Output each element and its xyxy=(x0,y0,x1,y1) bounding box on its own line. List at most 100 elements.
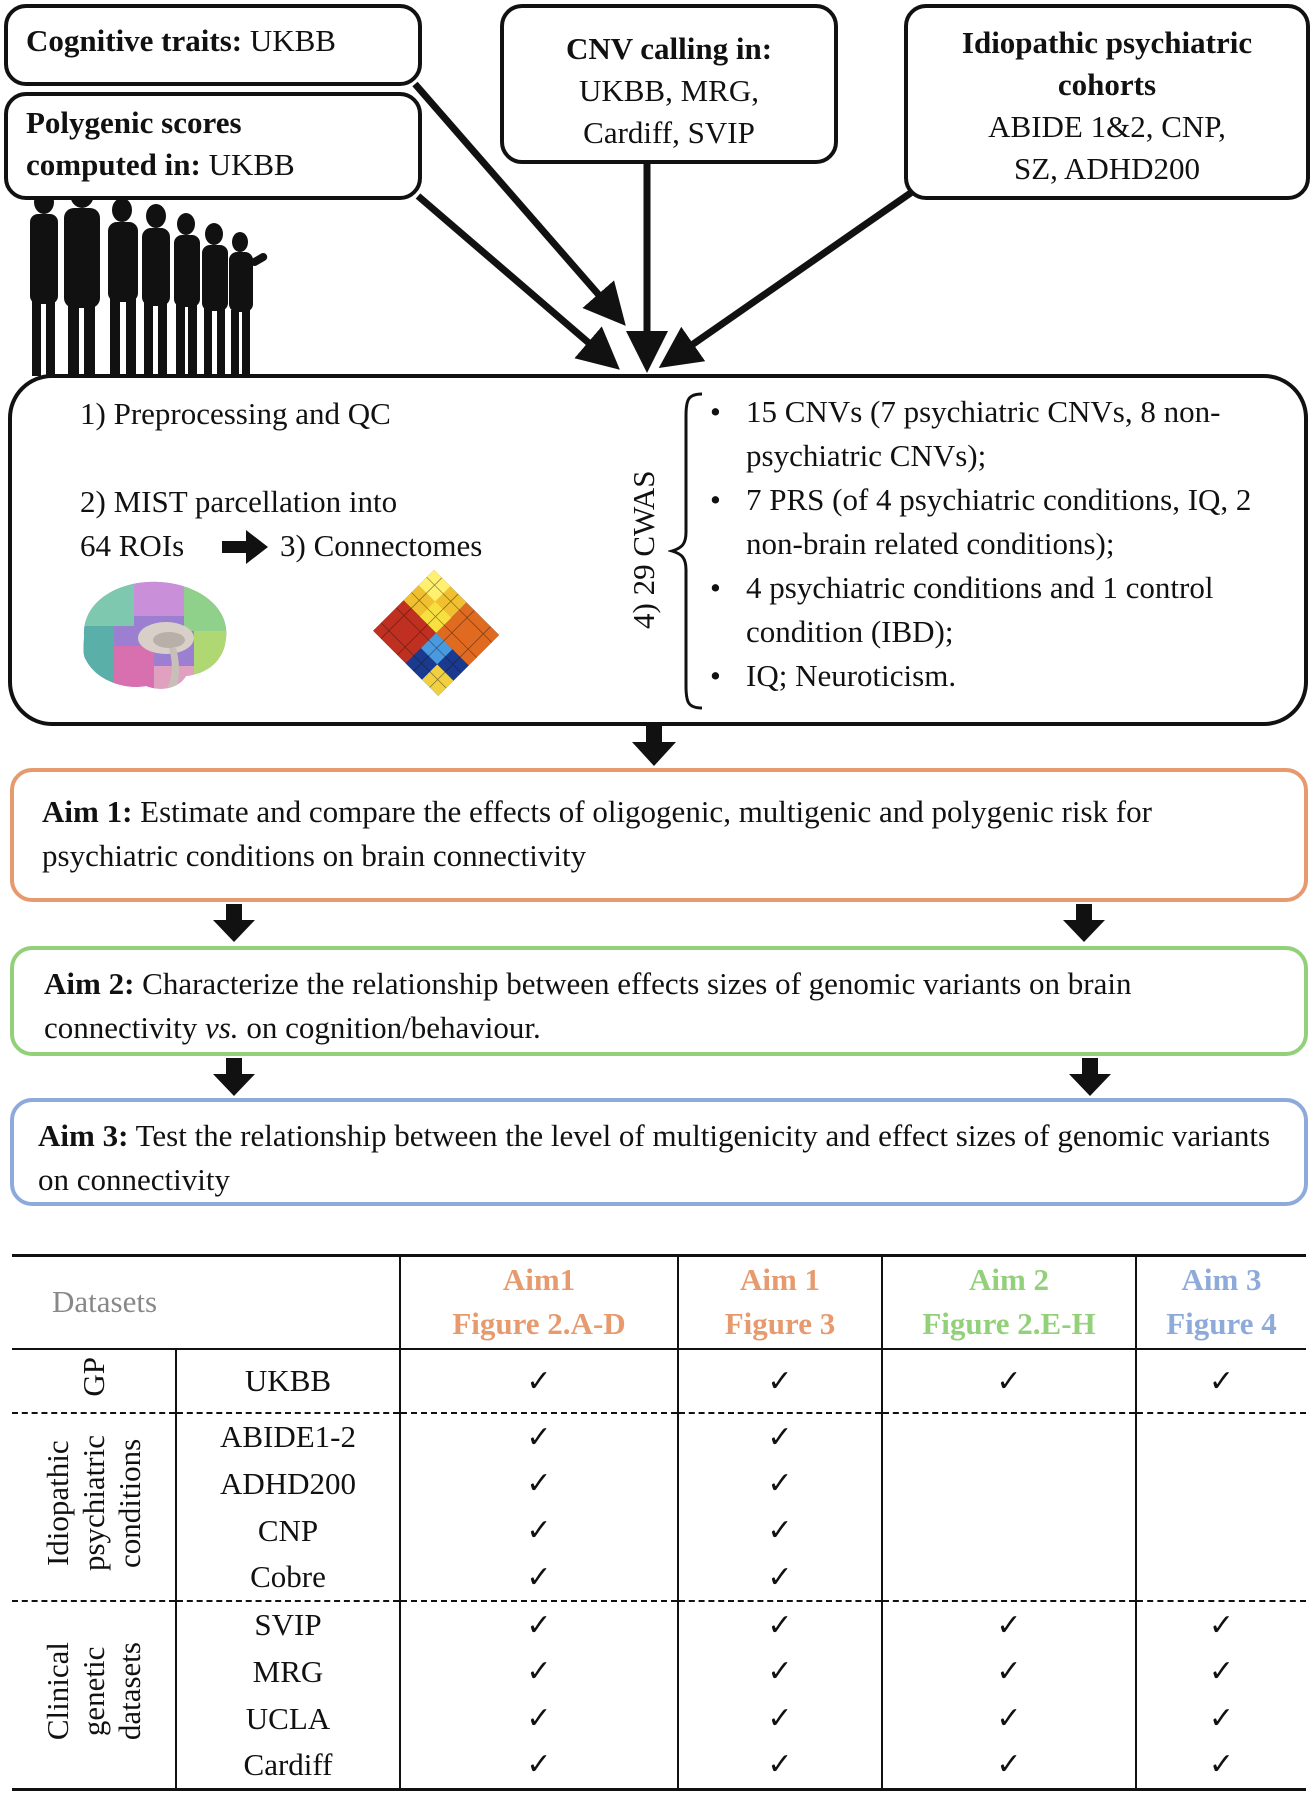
empty-cell xyxy=(1135,1554,1306,1601)
dataset-cnp: CNP xyxy=(257,1512,319,1548)
table-top-rule xyxy=(12,1254,1306,1257)
check-cell: ✓ xyxy=(677,1742,882,1789)
check-cell: ✓ xyxy=(399,1695,678,1742)
aim3-label: Aim 3: xyxy=(38,1118,129,1153)
aim2-box: Aim 2: Characterize the relationship bet… xyxy=(10,946,1308,1056)
idiopathic-sources-line2: SZ, ADHD200 xyxy=(1013,151,1200,186)
dataset-adhd200: ADHD200 xyxy=(219,1465,357,1501)
arrow-aim1-to-aim2-left xyxy=(213,904,255,942)
aim3-box: Aim 3: Test the relationship between the… xyxy=(10,1098,1308,1206)
check-cell: ✓ xyxy=(399,1600,678,1648)
cognitive-traits-label: Cognitive traits: xyxy=(26,23,243,58)
cwas-bullet-iq: IQ; Neuroticism. xyxy=(710,654,1300,698)
empty-cell xyxy=(1135,1412,1306,1460)
idiopathic-label-line1: Idiopathic psychiatric xyxy=(961,25,1253,60)
step-cwas: 4) 29 CWAS xyxy=(626,470,661,630)
check-cell: ✓ xyxy=(881,1695,1136,1742)
check-cell: ✓ xyxy=(881,1600,1136,1648)
check-cell: ✓ xyxy=(881,1742,1136,1789)
cognitive-traits-source: UKBB xyxy=(242,23,336,58)
aim1-box: Aim 1: Estimate and compare the effects … xyxy=(10,768,1308,902)
brace-icon xyxy=(668,392,703,710)
cnv-calling-box: CNV calling in: UKBB, MRG, Cardiff, SVIP xyxy=(500,4,838,164)
group-clinical: Clinical genetic datasets xyxy=(12,1600,177,1789)
group-gp: GP xyxy=(12,1349,177,1413)
check-cell: ✓ xyxy=(399,1412,678,1460)
empty-cell xyxy=(1135,1460,1306,1507)
cnv-calling-label: CNV calling in: xyxy=(565,31,773,66)
flow-arrows xyxy=(213,81,1111,1096)
arrow-idiopathic xyxy=(658,189,914,368)
polygenic-computed-label: computed in: xyxy=(26,147,201,182)
dataset-cardiff: Cardiff xyxy=(243,1746,333,1782)
connectome-matrix-image xyxy=(373,570,500,696)
check-cell: ✓ xyxy=(881,1648,1136,1695)
step-rois: 64 ROIs xyxy=(80,528,185,563)
aim2-label: Aim 2: xyxy=(44,966,135,1001)
check-cell: ✓ xyxy=(677,1412,882,1460)
check-cell: ✓ xyxy=(677,1695,882,1742)
datasets-header: Datasets xyxy=(12,1256,400,1350)
arrow-aim2-to-aim3-right xyxy=(1069,1058,1111,1096)
check-cell: ✓ xyxy=(881,1349,1136,1413)
check-cell: ✓ xyxy=(677,1600,882,1648)
brain-parcellation-image xyxy=(83,581,227,689)
arrow-main-to-aim1 xyxy=(632,724,676,766)
cnv-sources-line1: UKBB, MRG, xyxy=(578,73,759,108)
aim3-text: Test the relationship between the level … xyxy=(38,1118,1271,1197)
check-cell: ✓ xyxy=(399,1507,678,1554)
empty-cell xyxy=(881,1554,1136,1601)
check-cell: ✓ xyxy=(677,1349,882,1413)
check-cell: ✓ xyxy=(1135,1648,1306,1695)
aim2-text-vs: vs. xyxy=(204,1010,239,1045)
dataset-abide: ABIDE1-2 xyxy=(176,1412,400,1460)
arrow-aim2-to-aim3-left xyxy=(213,1058,255,1096)
aim2-text-a: Characterize the relationship between ef… xyxy=(44,966,1132,1045)
cwas-bullet-conditions: 4 psychiatric conditions and 1 control c… xyxy=(710,566,1300,654)
check-cell: ✓ xyxy=(1135,1349,1306,1413)
dataset-cobre: Cobre xyxy=(250,1559,326,1594)
empty-cell xyxy=(1135,1507,1306,1554)
check-cell: ✓ xyxy=(677,1507,882,1554)
check-cell: ✓ xyxy=(1135,1600,1306,1648)
cwas-bullet-list: 15 CNVs (7 psychiatric CNVs, 8 non-psych… xyxy=(710,390,1300,698)
aim2-text-b: on cognition/behaviour. xyxy=(238,1010,541,1045)
check-cell: ✓ xyxy=(677,1460,882,1507)
cwas-bullet-cnvs: 15 CNVs (7 psychiatric CNVs, 8 non-psych… xyxy=(710,390,1300,478)
idiopathic-label-line2: cohorts xyxy=(1057,67,1157,102)
arrow-aim1-to-aim2-right xyxy=(1063,904,1105,942)
step-parcellation: 2) MIST parcellation into xyxy=(80,484,398,519)
polygenic-scores-box: Polygenic scores computed in: UKBB xyxy=(4,92,422,200)
step-connectomes: 3) Connectomes xyxy=(280,528,483,563)
empty-cell xyxy=(881,1460,1136,1507)
people-silhouette-icon xyxy=(30,180,268,376)
dataset-svip: SVIP xyxy=(176,1600,400,1648)
empty-cell xyxy=(881,1412,1136,1460)
cwas-bullet-prs: 7 PRS (of 4 psychiatric conditions, IQ, … xyxy=(710,478,1300,566)
dataset-mrg: MRG xyxy=(252,1653,324,1689)
arrow-cognitive xyxy=(412,81,626,326)
idiopathic-sources-line1: ABIDE 1&2, CNP, xyxy=(988,109,1226,144)
datasets-header-label: Datasets xyxy=(52,1284,158,1319)
check-cell: ✓ xyxy=(399,1460,678,1507)
cnv-sources-line2: Cardiff, SVIP xyxy=(583,115,755,150)
empty-cell xyxy=(881,1507,1136,1554)
check-cell: ✓ xyxy=(399,1742,678,1789)
check-cell: ✓ xyxy=(399,1349,678,1413)
idiopathic-cohorts-box: Idiopathic psychiatric cohorts ABIDE 1&2… xyxy=(904,4,1310,200)
check-cell: ✓ xyxy=(1135,1742,1306,1789)
polygenic-source: UKBB xyxy=(200,147,295,182)
check-cell: ✓ xyxy=(677,1648,882,1695)
dataset-ucla: UCLA xyxy=(245,1700,331,1736)
check-cell: ✓ xyxy=(399,1554,678,1601)
step-preprocessing: 1) Preprocessing and QC xyxy=(80,396,391,431)
check-cell: ✓ xyxy=(677,1554,882,1601)
aim1-label: Aim 1: xyxy=(42,794,133,829)
aim1-text: Estimate and compare the effects of olig… xyxy=(42,794,1152,873)
dataset-ukbb: UKBB xyxy=(244,1363,332,1398)
